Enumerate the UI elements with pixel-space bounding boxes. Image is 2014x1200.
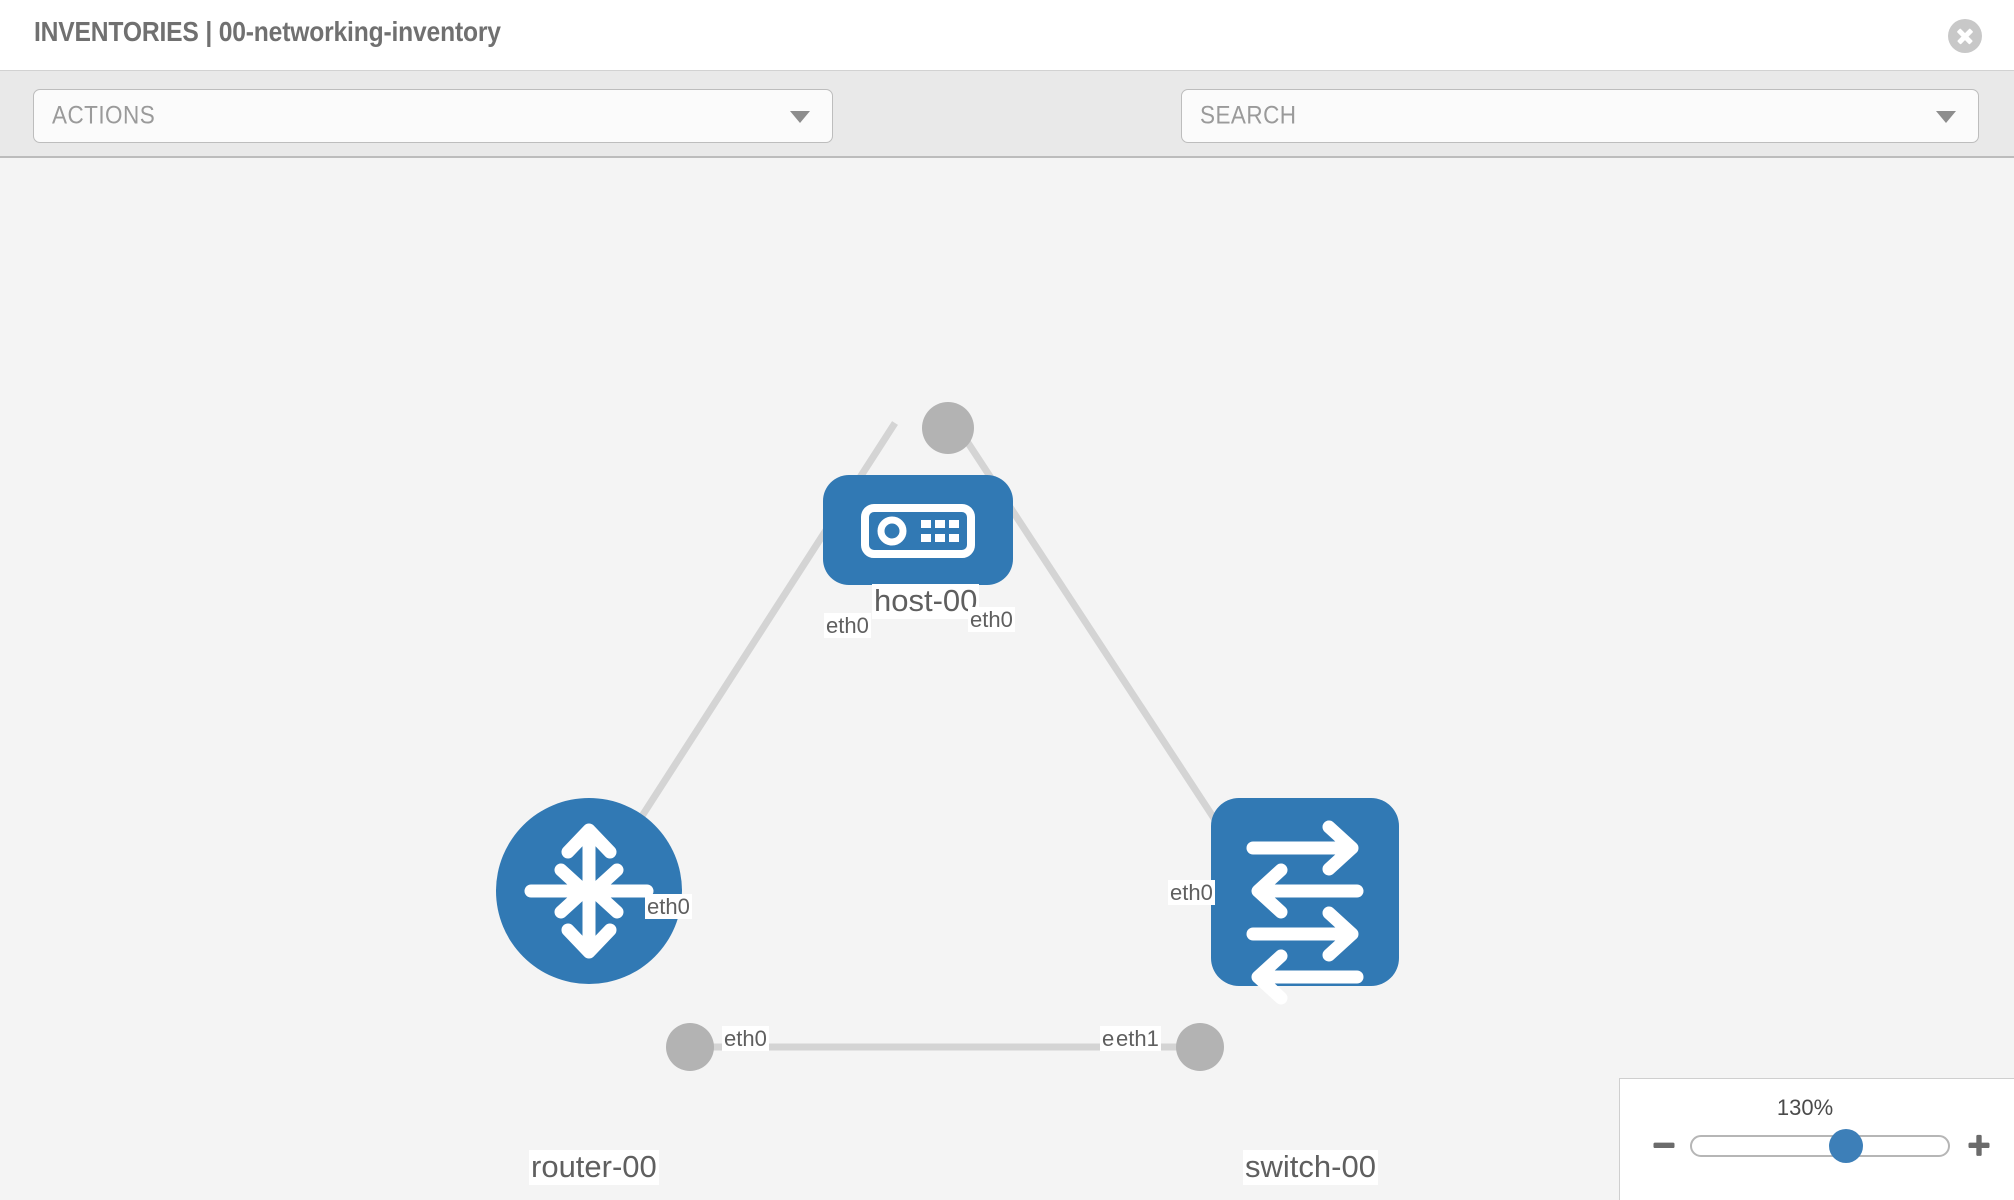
zoom-out-button[interactable] [1650,1131,1678,1164]
zoom-in-button[interactable] [1965,1131,1993,1164]
node-router-00[interactable] [496,798,682,984]
interface-label-switch-up: eth0 [1168,880,1215,906]
interface-label-router-right: eth0 [722,1026,769,1052]
node-label-host-00: host-00 [872,583,980,619]
search-placeholder: SEARCH [1200,101,1297,130]
port-host-right[interactable] [922,402,974,454]
zoom-control-panel: 130% [1619,1078,2014,1200]
node-host-00[interactable] [823,475,1013,585]
node-switch-00[interactable] [1211,798,1399,1005]
port-router-right[interactable] [666,1023,714,1071]
toolbar: ACTIONS SEARCH [0,70,2014,206]
page-header: INVENTORIES | 00-networking-inventory [0,0,2014,70]
zoom-slider[interactable] [1690,1129,1950,1163]
close-icon[interactable] [1948,19,1982,53]
topology-graph [496,402,1399,1071]
interface-label-host-right: eth0 [968,607,1015,633]
chevron-down-icon [790,111,810,123]
port-switch-left[interactable] [1176,1023,1224,1071]
node-label-switch-00: switch-00 [1243,1149,1378,1185]
actions-dropdown-label: ACTIONS [52,101,156,130]
zoom-slider-thumb[interactable] [1828,1129,1863,1163]
zoom-level-label: 130% [1776,1095,1834,1120]
interface-label-router-up: eth0 [645,894,692,920]
topology-canvas[interactable]: host-00 eth0 eth0 eth0 eth0 eth0 eth eth… [0,158,2014,1200]
chevron-down-icon [1936,111,1956,123]
interface-label-host-left: eth0 [824,613,871,639]
search-input[interactable]: SEARCH [1181,89,1979,143]
actions-dropdown[interactable]: ACTIONS [33,89,833,143]
page-title: INVENTORIES | 00-networking-inventory [34,16,501,47]
interface-label-switch-left: eth1 [1114,1026,1161,1052]
node-label-router-00: router-00 [529,1149,659,1185]
